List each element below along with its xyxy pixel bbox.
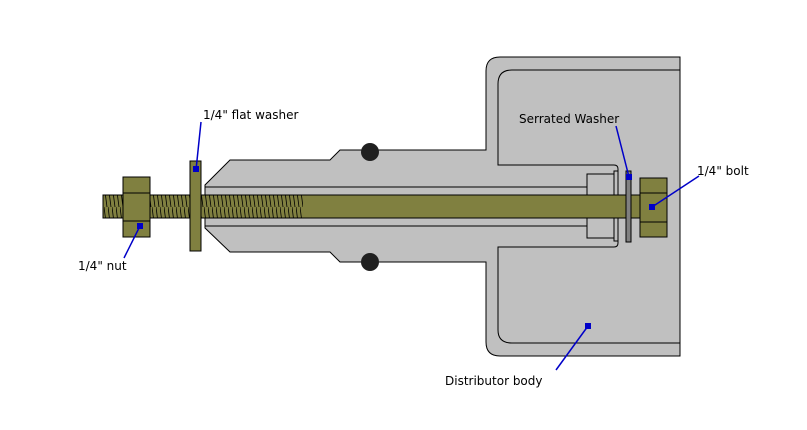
nut	[122, 176, 151, 238]
leader-flat-washer	[193, 121, 202, 172]
leader-serrated-washer	[615, 125, 632, 180]
label-bolt: 1/4" bolt	[697, 164, 749, 178]
label-distributor-body: Distributor body	[445, 374, 543, 388]
leader-nut	[123, 223, 143, 259]
ball-bottom	[361, 253, 379, 271]
bolt-head	[639, 177, 668, 238]
leader-bolt	[649, 175, 700, 210]
bolt-thread	[104, 195, 303, 218]
leader-body	[555, 323, 591, 371]
flat-washer	[189, 160, 202, 252]
label-flat-washer: 1/4" flat washer	[203, 108, 298, 122]
label-nut: 1/4" nut	[78, 259, 127, 273]
label-serrated-washer: Serrated Washer	[519, 112, 619, 126]
ball-top	[361, 143, 379, 161]
serrated-washer	[625, 170, 632, 243]
